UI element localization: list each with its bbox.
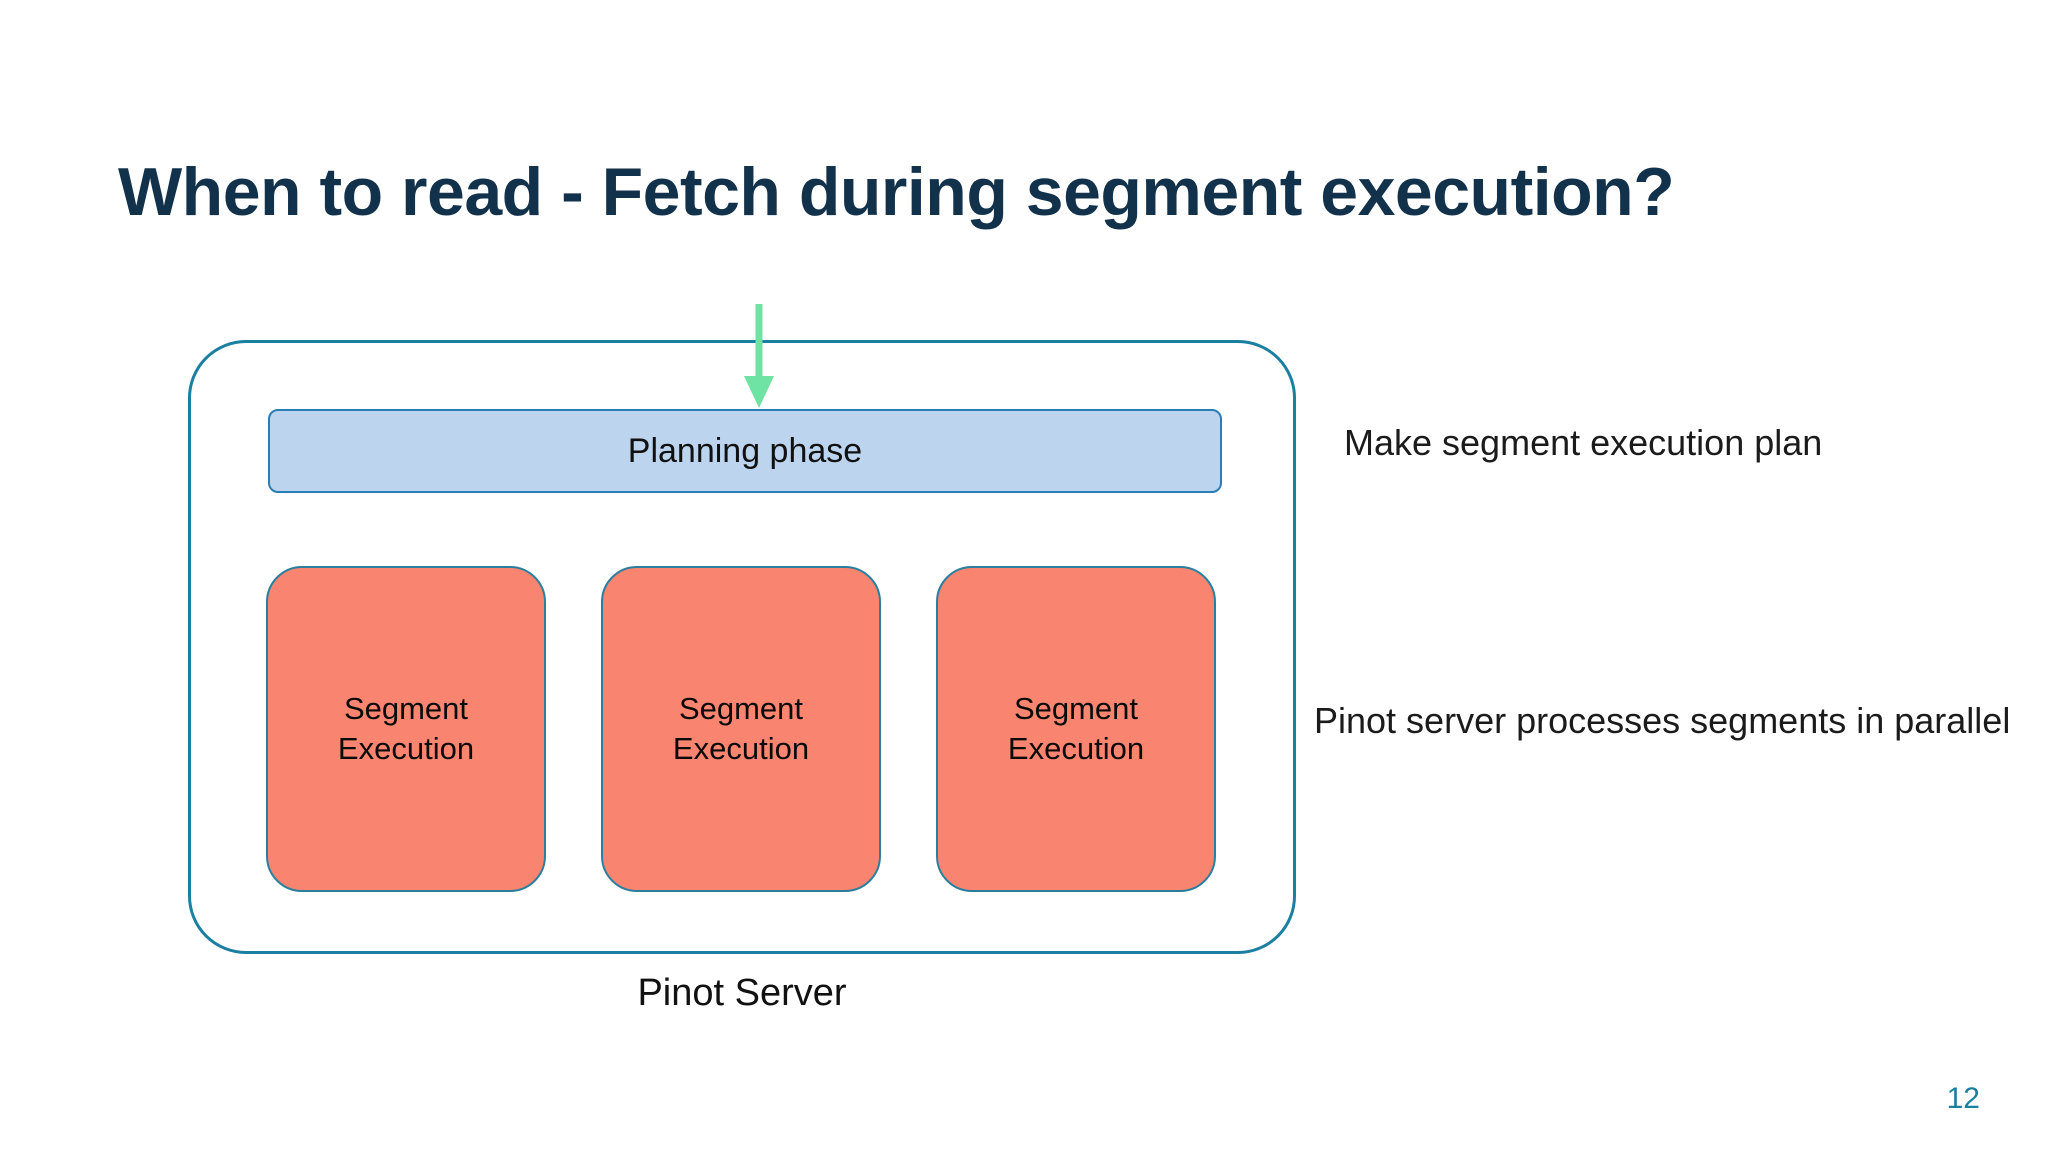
annotation-parallel-processing: Pinot server processes segments in paral… [1314,700,2011,741]
page-title: When to read - Fetch during segment exec… [118,153,1675,230]
annotation-planning-phase: Make segment execution plan [1344,422,1823,463]
segment-execution-label: Segment Execution [1007,691,1145,766]
planning-phase-box: Planning phase [268,409,1222,493]
segment-execution-box: Segment Execution [936,566,1216,892]
segment-execution-box: Segment Execution [266,566,546,892]
segment-execution-row: Segment Execution Segment Execution Segm… [266,566,1216,892]
segment-execution-label: Segment Execution [337,691,475,766]
planning-phase-label: Planning phase [627,432,863,470]
down-arrow-icon [735,304,783,410]
segment-execution-label: Segment Execution [672,691,810,766]
segment-execution-box: Segment Execution [601,566,881,892]
page-number: 12 [1946,1082,1980,1115]
pinot-server-caption: Pinot Server [637,972,847,1014]
